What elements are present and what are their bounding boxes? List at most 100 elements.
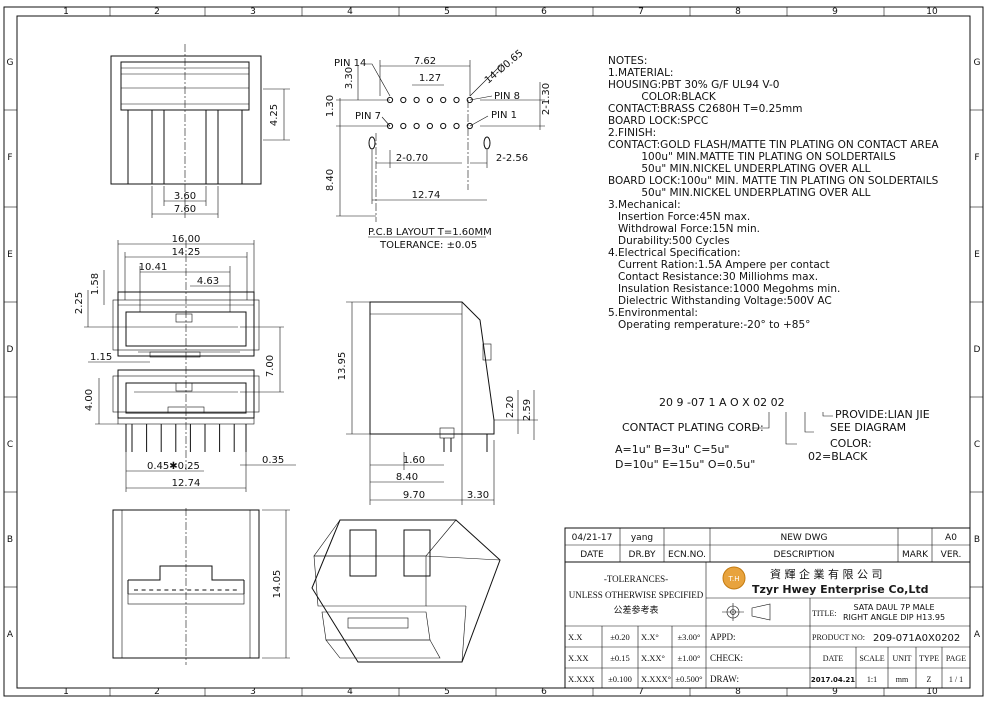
part-code-see: SEE DIAGRAM [830, 421, 906, 434]
row-labels: G F E D C B A G F E D C B A [7, 58, 981, 640]
part-code: 20 9 -07 1 A O X 02 02 [659, 396, 785, 409]
row-label: E [7, 250, 13, 260]
dim-label: 0.35 [262, 455, 284, 466]
note-line: 50u" MIN.NICKEL UNDERPLATING OVER ALL [608, 187, 871, 199]
dim-label: 12.74 [172, 478, 201, 489]
row-label: B [7, 535, 13, 545]
dim-label: 16.00 [172, 234, 201, 245]
tolerance-cell: X.XXX [568, 674, 595, 684]
column-ticks [4, 7, 983, 696]
note-line: NOTES: [608, 55, 647, 67]
note-line: 5.Environmental: [608, 307, 698, 319]
dim-label: 13.95 [337, 352, 348, 381]
pcb-hole [453, 122, 460, 130]
rev-desc: NEW DWG [781, 533, 828, 543]
front-pins [125, 424, 247, 452]
dim-label: 1.27 [419, 73, 441, 84]
row-label: D [7, 345, 14, 355]
dim-label: 2.25 [74, 292, 85, 314]
pcb-hole [466, 96, 473, 104]
rev-date: 04/21-17 [572, 533, 613, 543]
note-line: Withdrowal Force:15N min. [608, 223, 760, 235]
col-label: 2 [154, 7, 160, 17]
col-label: 9 [832, 687, 838, 697]
dim-label: 1.60 [403, 455, 425, 466]
pcb-hole [413, 122, 420, 130]
pcb-hole [440, 122, 447, 130]
dim-label: 9.70 [403, 490, 425, 501]
note-line: Operating remperature:-20° to +85° [608, 319, 810, 331]
note-line: Contact Resistance:30 Milliohms max. [608, 271, 818, 283]
col-unit: UNIT [892, 654, 911, 663]
dim-label: 1.15 [90, 352, 112, 363]
note-line: 4.Electrical Specification: [608, 247, 741, 259]
hdr-ecn: ECN.NO. [668, 550, 706, 560]
note-line: Durability:500 Cycles [608, 235, 730, 247]
column-labels: 1 2 3 4 5 6 7 8 9 10 1 2 3 4 5 6 7 8 9 1… [63, 7, 938, 697]
row-label: C [7, 440, 13, 450]
col-date: DATE [823, 654, 844, 663]
note-line: HOUSING:PBT 30% G/F UL94 V-0 [608, 79, 779, 91]
col-label: 7 [638, 7, 644, 17]
note-line: COLOR:BLACK [608, 91, 717, 103]
company-logo-text: T.H [728, 575, 740, 583]
note-line: 1.MATERIAL: [608, 67, 673, 79]
part-code-provide: PROVIDE:LIAN JIE [835, 408, 930, 421]
dim-label: 3.60 [174, 191, 196, 202]
col-label: 4 [347, 7, 353, 17]
dim-label: 3.30 [467, 490, 489, 501]
val-date: 2017.04.21 [811, 676, 855, 684]
part-code-plating: CONTACT PLATING CORD: [622, 421, 764, 434]
note-line: Insulation Resistance:1000 Megohms min. [608, 283, 840, 295]
col-label: 10 [926, 7, 938, 17]
dim-label: 7.60 [174, 204, 196, 215]
outer-frame [3, 6, 984, 697]
col-label: 8 [735, 687, 741, 697]
drawing-title-2: RIGHT ANGLE DIP H13.95 [843, 613, 945, 622]
col-label: 6 [541, 687, 547, 697]
note-line: CONTACT:BRASS C2680H T=0.25mm [608, 103, 802, 115]
tolerance-cell: ±0.15 [610, 653, 630, 663]
company-en: Tzyr Hwey Enterprise Co,Ltd [752, 583, 929, 596]
dim-label: 3.30 [344, 67, 355, 89]
tolerance-cell: X.XX° [641, 653, 665, 663]
inner-frame [16, 15, 971, 689]
pin-label: PIN 8 [494, 91, 520, 102]
note-line: CONTACT:GOLD FLASH/MATTE TIN PLATING ON … [608, 139, 939, 151]
row-label: A [974, 630, 981, 640]
row-label: G [974, 58, 981, 68]
pcb-hole [413, 96, 420, 104]
dim-label: 14.25 [172, 247, 201, 258]
product-label: PRODUCT NO: [812, 633, 865, 642]
col-label: 10 [926, 687, 938, 697]
col-label: 6 [541, 7, 547, 17]
dim-label: 14-Ø0.65 [482, 47, 525, 86]
dim-label: 7.62 [414, 56, 436, 67]
drawing-title-1: SATA DAUL 7P MALE [853, 603, 934, 612]
val-type: Z [927, 675, 932, 684]
tolerance-cell: ±0.20 [610, 632, 630, 642]
tolerance-cell: ±0.500° [675, 674, 702, 684]
note-line: Dielectric Withstanding Voltage:500V AC [608, 295, 832, 307]
pcb-hole [426, 122, 433, 130]
val-page: 1 / 1 [949, 675, 963, 684]
val-scale: 1:1 [867, 675, 877, 684]
title-label: TITLE: [812, 609, 836, 618]
notes-block: NOTES:1.MATERIAL:HOUSING:PBT 30% G/F UL9… [608, 55, 939, 331]
note-line: 2.FINISH: [608, 127, 656, 139]
note-line: Insertion Force:45N max. [608, 211, 750, 223]
row-label: G [7, 58, 14, 68]
dim-label: 10.41 [139, 262, 168, 273]
hdr-drby: DR.BY [629, 550, 656, 560]
dim-label: 4.00 [84, 389, 95, 411]
pcb-layout-view: 7.62 1.27 3.30 1.30 2-1.30 14-Ø0.65 PIN … [325, 47, 552, 251]
note-line: 50u" MIN.NICKEL UNDERPLATING OVER ALL [608, 163, 871, 175]
col-label: 7 [638, 687, 644, 697]
plating-options-1: A=1u" B=3u" C=5u" [615, 443, 730, 456]
side-view: 13.95 2.20 2.59 1.60 8.40 9.70 3.30 [337, 301, 538, 505]
col-label: 3 [250, 7, 256, 17]
pcb-hole [400, 122, 407, 130]
top-view: 4.25 3.60 7.60 [110, 44, 290, 218]
dim-label: 2.20 [505, 396, 516, 418]
